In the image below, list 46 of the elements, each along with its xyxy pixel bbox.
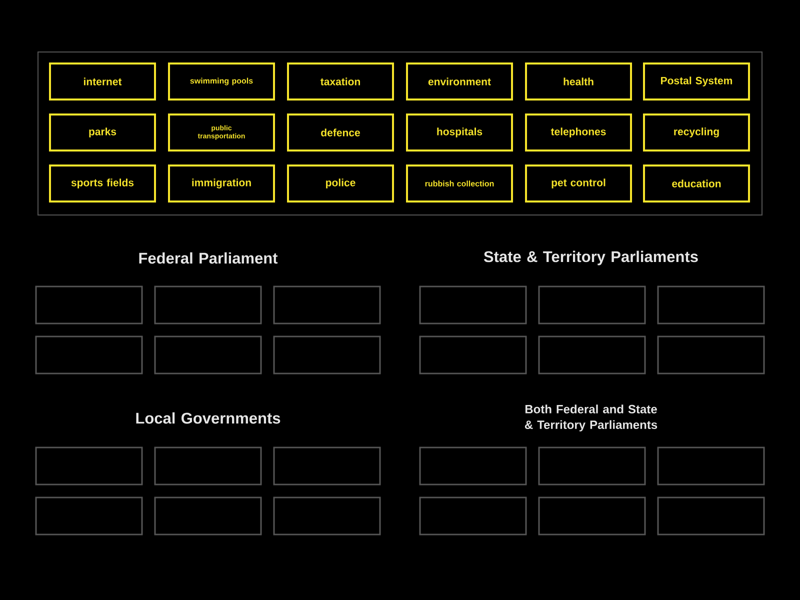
drop-zone-box [35,336,143,374]
word-tile: defence [287,114,394,152]
group-heading: Local Governments [136,412,280,424]
drop-zone-box [35,286,143,324]
word-tile: taxation [287,62,394,100]
word-tile: pet control [525,164,632,202]
tile-panel [38,52,762,216]
word-tile: rubbish collection [406,164,513,202]
drop-zone-box [154,446,262,486]
drop-zone-box [154,496,262,536]
drop-zone-box [154,336,262,374]
drop-zone-box [538,286,646,324]
drop-zone-box [273,286,381,324]
drop-zone-box [273,496,381,536]
drop-zone-box [538,496,646,536]
group-heading: Federal Parliament [139,252,278,264]
drop-zone-box [273,446,381,486]
word-tile: telephones [525,114,632,152]
word-tile: parks [49,114,156,152]
drop-zone-box [538,336,646,374]
drop-zone-box [419,336,527,374]
drop-zone-box [419,286,527,324]
word-tile: sports fields [49,164,156,202]
word-tile: education [643,164,750,202]
word-tile: Postal System [643,62,750,100]
word-tile: health [525,62,632,100]
word-tile: recycling [643,114,750,152]
word-tile: hospitals [406,114,513,152]
drop-zone-box [419,496,527,536]
drop-zone-box [35,496,143,536]
drop-zone-box [657,446,765,486]
word-tile: swimming pools [168,62,275,100]
word-tile: environment [406,62,513,100]
drop-zone-box [419,446,527,486]
drop-zone-box [657,336,765,374]
word-tile: police [287,164,394,202]
word-tile: immigration [168,164,275,202]
drop-zone-box [154,286,262,324]
drop-zone-box [657,496,765,536]
group-heading: Both Federal and State & Territory Parliaments [524,404,658,432]
group-heading: State & Territory Parliaments [484,250,698,266]
word-tile: internet [49,62,156,100]
drop-zone-box [35,446,143,486]
drop-zone-box [538,446,646,486]
drop-zone-box [273,336,381,374]
drop-zone-box [657,286,765,324]
